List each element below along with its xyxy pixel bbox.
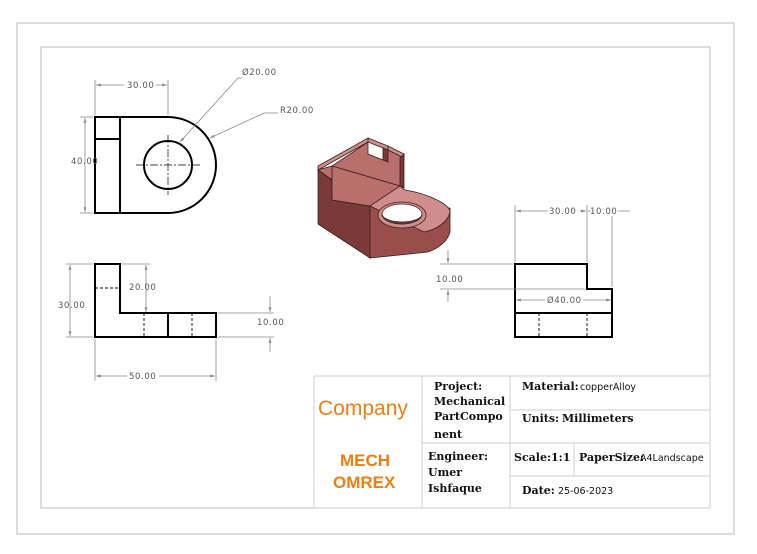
dim-front-step: 20.00 [129,283,156,293]
project-label: Project: [434,380,482,393]
isometric-view [317,137,451,259]
dim-radius: R20.00 [280,106,314,116]
project-value-3: nent [434,428,463,441]
papersize-label: PaperSize: [579,451,644,464]
dim-front-height: 30.00 [58,301,85,311]
material-label: Material: [522,380,579,393]
units-value: Millimeters [562,412,634,425]
dim-front-width: 50.00 [129,372,156,382]
dim-hole-dia: Ø20.00 [242,67,277,78]
dim-side-width-b: 10.00 [590,207,617,217]
front-view: 30.00 20.00 10.00 50.00 [58,263,284,382]
dim-side-height: 10.00 [436,275,463,285]
title-block: Company MECH OMREX Project: Mechanical P… [313,375,711,509]
material-value: copperAlloy [580,382,636,393]
papersize-value: A4Landscape [640,453,704,464]
units-label: Units: [522,412,559,425]
side-view: 30.00 10.00 10.00 Ø40.00 [436,205,630,338]
scale-label: Scale: [514,451,551,464]
date-label: Date: [522,484,555,497]
engineer-value-1: Umer [428,466,462,479]
top-view: 30.00 40.00 Ø20.00 R20.00 [71,67,314,214]
scale-value: 1:1 [551,451,570,464]
project-value-1: Mechanical [434,395,505,408]
dim-top-height: 40.00 [71,157,98,167]
brand-line-2: OMREX [333,473,396,492]
outer-frame [16,22,735,535]
dim-top-width: 30.00 [127,81,154,91]
date-value: 25-06-2023 [558,486,613,497]
engineer-label: Engineer: [428,450,488,463]
dim-side-hole-dia: Ø40.00 [547,295,582,306]
company-name: Company [318,397,408,420]
dim-side-width-a: 30.00 [549,207,576,217]
dim-front-thk: 10.00 [257,318,284,328]
project-value-2: PartCompo [434,410,503,423]
engineer-value-2: Ishfaque [428,482,482,495]
brand-line-1: MECH [340,451,390,470]
